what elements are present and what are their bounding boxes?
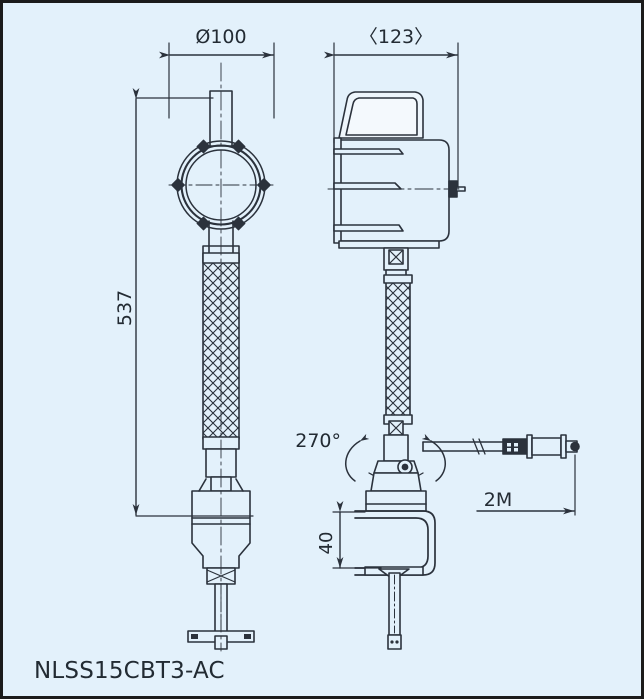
dimension-height-537 xyxy=(132,88,254,517)
dimension-label-rotation: 270° xyxy=(295,430,341,452)
dimension-label-diameter: Ø100 xyxy=(195,26,246,48)
dimension-cable-2m xyxy=(476,454,576,516)
dimension-label-cable: 2M xyxy=(484,489,512,511)
dimension-bracket-40 xyxy=(332,501,382,569)
swivel-collar xyxy=(365,472,427,512)
side-view xyxy=(327,91,580,650)
dimension-diameter-100 xyxy=(159,42,275,119)
power-cable xyxy=(422,438,504,455)
dimension-label-height: 537 xyxy=(114,290,136,326)
dimension-width-123 xyxy=(324,42,459,189)
dimension-label-width: 〈123〉 xyxy=(359,26,433,48)
cable-connector-plug xyxy=(502,434,580,459)
paddle-blade-side xyxy=(364,566,424,650)
lower-coupling-side xyxy=(383,420,409,462)
technical-drawing-canvas: Ø100 〈123〉 537 40 2M 270° xyxy=(114,26,580,652)
enclosure-housing xyxy=(327,137,466,249)
braided-flexible-conduit-side xyxy=(383,274,413,425)
dimension-label-bracket: 40 xyxy=(316,532,337,555)
mounting-bracket xyxy=(354,510,436,576)
rotation-arrows-270 xyxy=(345,433,446,482)
front-view xyxy=(168,62,274,652)
terminal-hood-cover xyxy=(338,91,424,139)
part-number-caption: NLSS15CBT3-AC xyxy=(34,658,225,684)
